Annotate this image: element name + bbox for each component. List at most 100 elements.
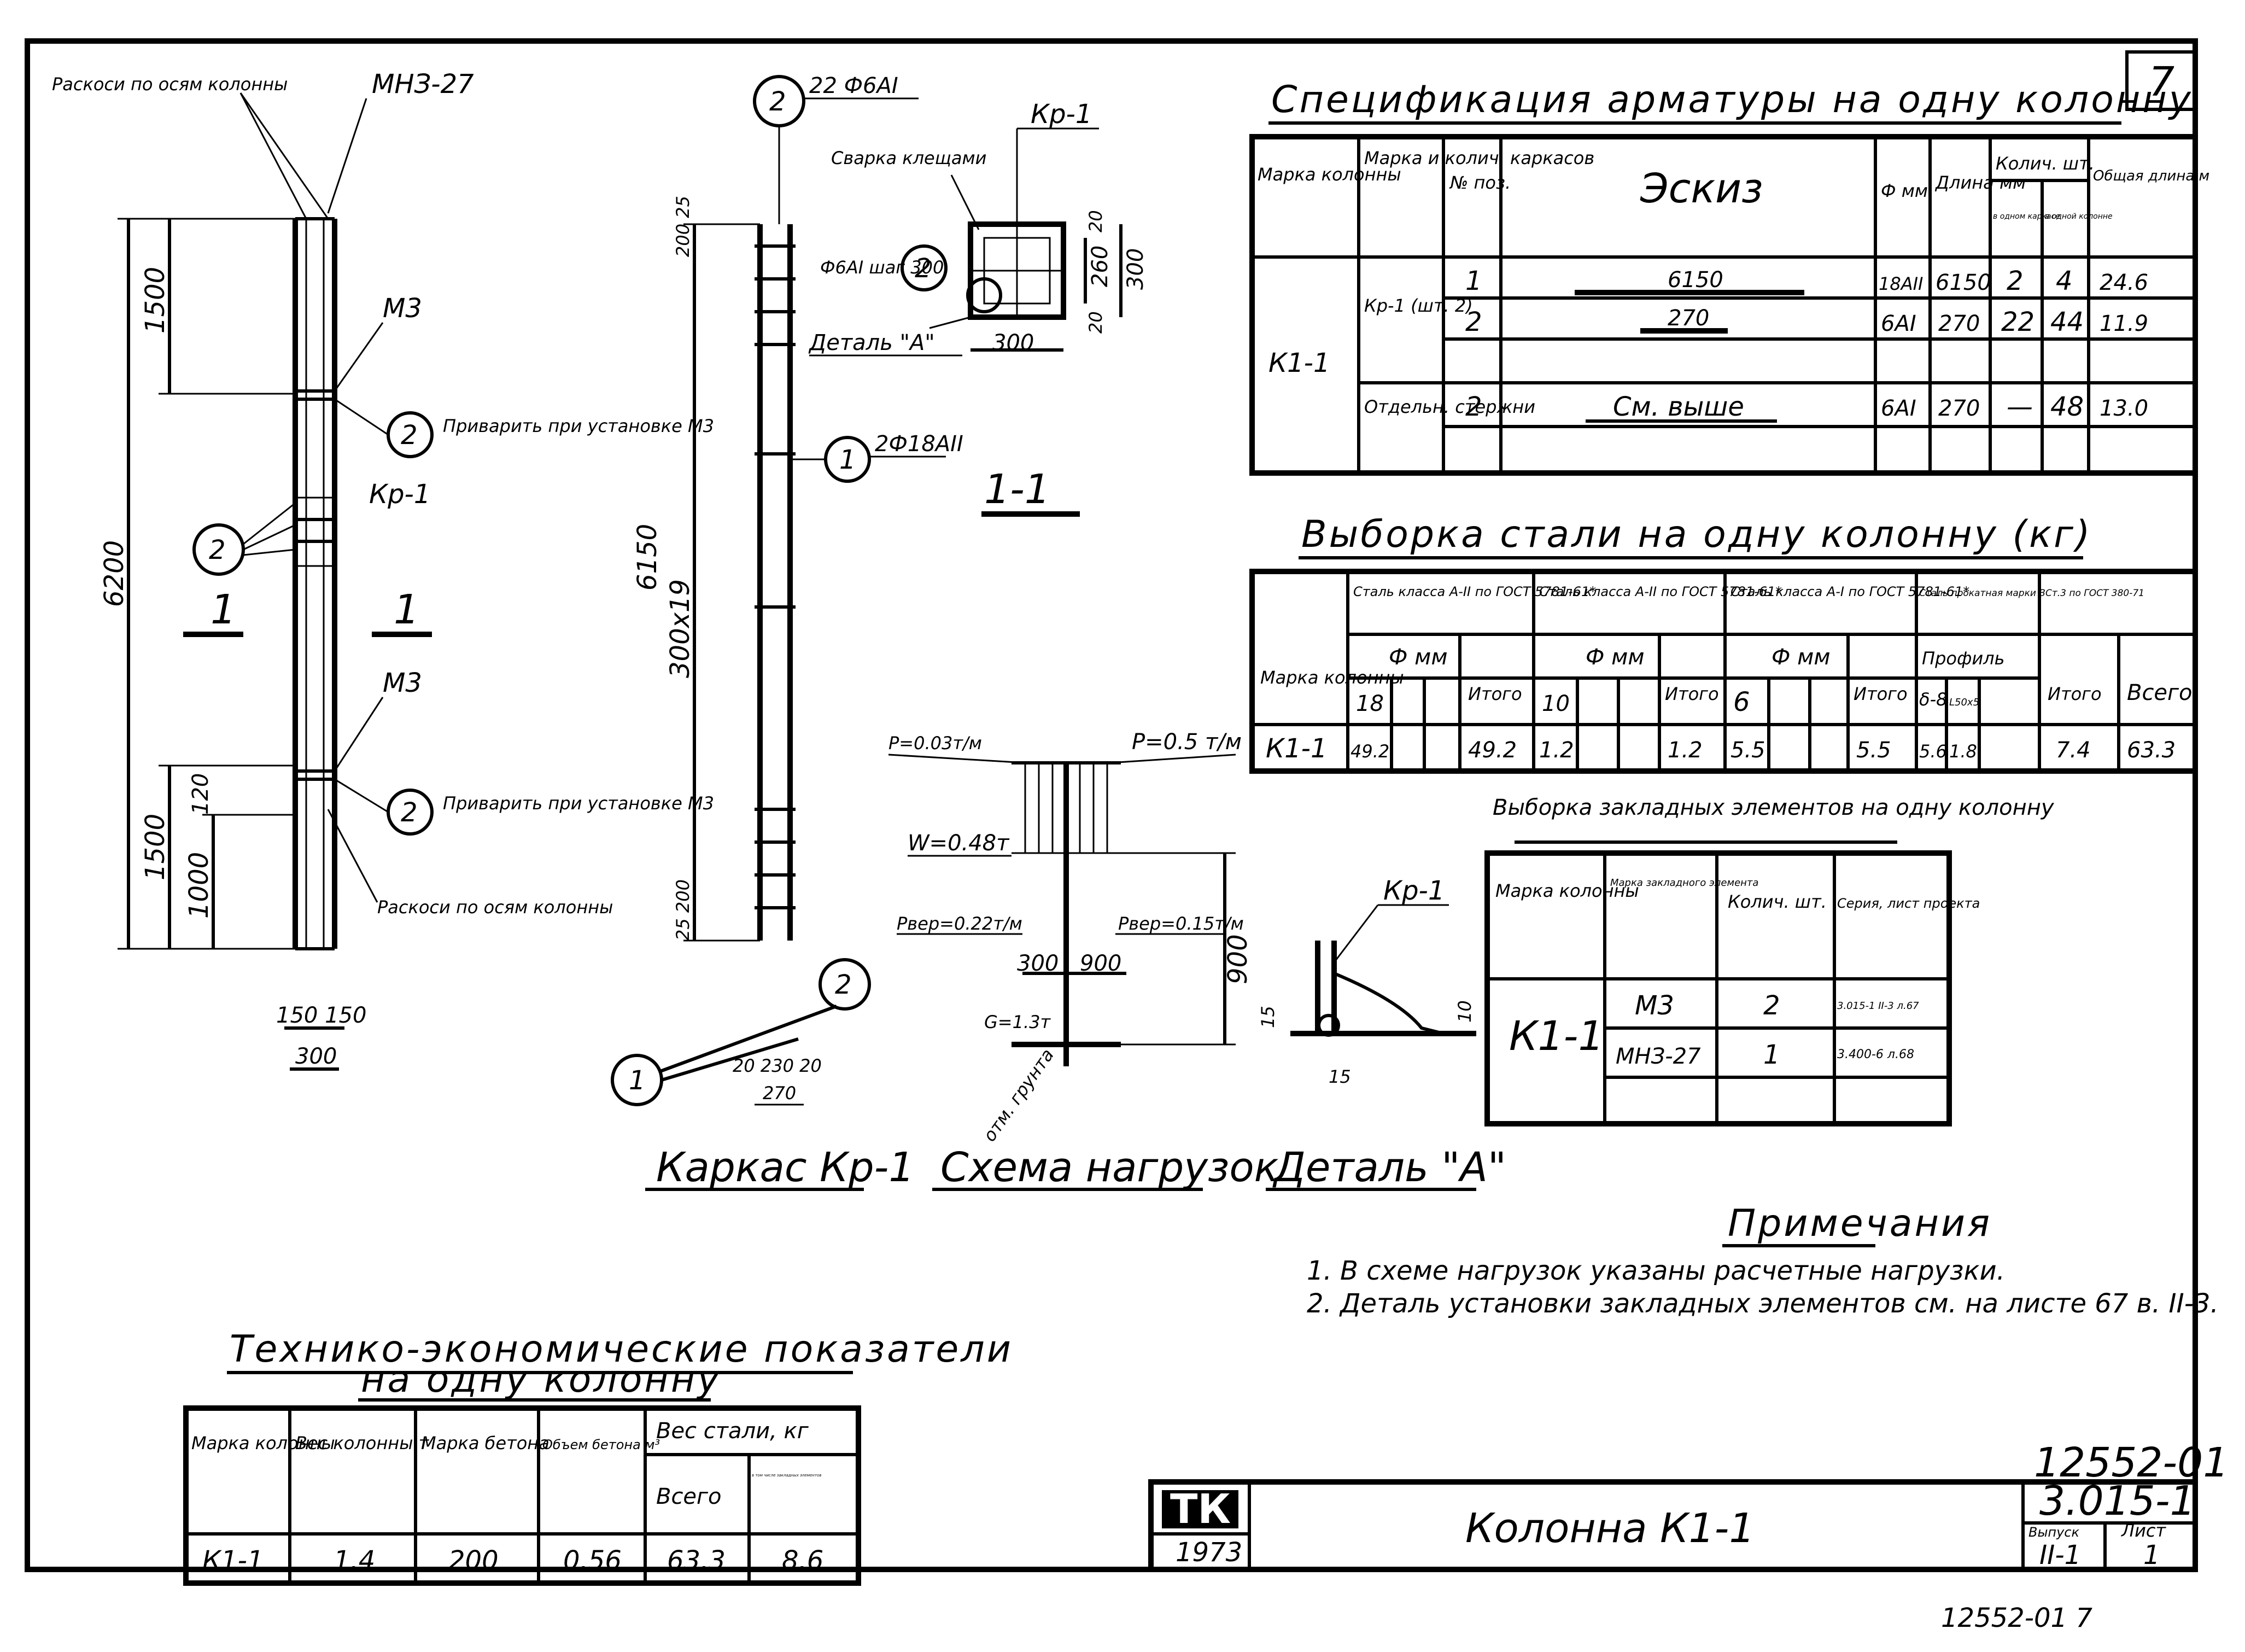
spec-table-title: Спецификация арматуры на одну колонну bbox=[1271, 78, 2193, 121]
spec-r2-qty-one: 22 bbox=[2001, 307, 2034, 337]
embed-h-qty: Колич. шт. bbox=[1728, 891, 1827, 912]
spec-r3-pos: 2 bbox=[1465, 392, 1482, 422]
spec-r1-len: 6150 bbox=[1936, 270, 1991, 295]
load-w: W=0.48т bbox=[908, 831, 1010, 856]
embed-r2-series: 3.400-6 л.68 bbox=[1837, 1048, 1914, 1061]
steel-row-itogo3: 5.5 bbox=[1856, 738, 1891, 763]
callout-mnz-27: МНЗ-27 bbox=[372, 69, 474, 100]
steel-h-itogo-1: Итого bbox=[1468, 684, 1522, 704]
load-p-right: Р=0.5 т/м bbox=[1132, 729, 1242, 755]
steel-row-itogo2: 1.2 bbox=[1668, 738, 1703, 763]
dim-1000: 1000 bbox=[184, 852, 214, 919]
sheet-number-box bbox=[2125, 50, 2197, 111]
detail-dim-20-230-20: 20 230 20 bbox=[733, 1055, 822, 1076]
marker-frame-2-label: 22 Ф6АI bbox=[809, 73, 898, 98]
embed-table-title: Выборка закладных элементов на одну коло… bbox=[1493, 795, 2055, 820]
steel-row-a18: 49.2 bbox=[1350, 741, 1389, 762]
caption-load-scheme: Схема нагрузок bbox=[940, 1144, 1279, 1191]
spec-column-mark: К1-1 bbox=[1268, 348, 1330, 378]
steel-row-total: 63.3 bbox=[2127, 738, 2176, 763]
spec-separate-label: Отдельн. стержни bbox=[1364, 396, 1535, 417]
tech-row-volume: 0.56 bbox=[563, 1545, 622, 1576]
steel-h-mark: Марка колонны bbox=[1260, 667, 1404, 688]
steel-h-itogo-2: Итого bbox=[1665, 684, 1719, 704]
steel-row-a6: 5.5 bbox=[1730, 738, 1765, 763]
detail-a-dim-15-left: 15 bbox=[1258, 1006, 1278, 1028]
steel-row-itogo1: 49.2 bbox=[1468, 738, 1517, 763]
dim-width-300: 300 bbox=[992, 330, 1034, 355]
steel-h-dia-3: Ф мм bbox=[1772, 645, 1831, 670]
spec-h-sketch: Эскиз bbox=[1640, 165, 1763, 212]
steel-row-a10: 1.2 bbox=[1539, 738, 1574, 763]
load-dim-900: 900 bbox=[1080, 951, 1121, 976]
callout-section-kr1: Кр-1 bbox=[1031, 99, 1092, 130]
embed-h-emark: Марка закладного элемента bbox=[1610, 877, 1758, 889]
load-p-left: Р=0.03т/м bbox=[888, 733, 982, 754]
spec-h-pos: № поз. bbox=[1449, 172, 1511, 193]
tech-h-weight: Вес колонны т bbox=[295, 1433, 430, 1453]
spec-r3-dia: 6АI bbox=[1881, 396, 1916, 421]
footer-code: 12552-01 7 bbox=[1941, 1603, 2092, 1633]
logo-tk: ТК bbox=[1170, 1486, 1231, 1533]
spec-r1-dia: 18АII bbox=[1879, 273, 1923, 294]
spec-table: Спецификация арматуры на одну колонну Ма… bbox=[1249, 78, 2209, 476]
callout-kr1: Кр-1 bbox=[369, 479, 430, 510]
dim-150-150: 150 150 bbox=[276, 1003, 366, 1028]
spec-r3-sketch: См. выше bbox=[1613, 392, 1744, 422]
steel-h-d18: 18 bbox=[1356, 691, 1384, 716]
load-scheme-view: Р=0.03т/м Р=0.5 т/м W=0.48т Рвер=0.22т/м… bbox=[888, 729, 1279, 1191]
steel-row-p2: 1.8 bbox=[1949, 741, 1977, 762]
embed-r2-qty: 1 bbox=[1763, 1040, 1780, 1070]
dim-6150: 6150 bbox=[632, 524, 663, 591]
callout-m3-bottom: М3 bbox=[383, 668, 422, 698]
callout-bar-step: Ф6АI шаг 300 bbox=[820, 257, 944, 278]
dim-120: 120 bbox=[188, 773, 213, 815]
frame-kr1-view: 6150 300х19 200 25 25 200 2 22 Ф6АI 1 2Ф… bbox=[611, 73, 963, 1191]
tech-table-title-2: на одну колонну bbox=[361, 1358, 722, 1401]
spec-h-qty: Колич. шт. bbox=[1996, 153, 2095, 174]
note-1: 1. В схеме нагрузок указаны расчетные на… bbox=[1307, 1256, 2005, 1286]
callout-braces-bottom: Раскоси по осям колонны bbox=[377, 897, 613, 918]
embed-column-mark: К1-1 bbox=[1509, 1013, 1604, 1060]
issue-value: II-1 bbox=[2039, 1540, 2081, 1571]
notes-title: Примечания bbox=[1728, 1202, 1992, 1245]
notes-block: Примечания 1. В схеме нагрузок указаны р… bbox=[1307, 1202, 2219, 1319]
spec-r2-dia: 6АI bbox=[1881, 311, 1916, 336]
dim-300x19: 300х19 bbox=[665, 579, 695, 678]
spec-r1-pos: 1 bbox=[1465, 266, 1482, 296]
tech-row-steel-embed: 8.6 bbox=[782, 1545, 823, 1576]
spec-r2-len: 270 bbox=[1938, 311, 1980, 336]
steel-h-g2: Сталь класса А-II по ГОСТ 5781-61* bbox=[1539, 584, 1782, 599]
drawing-name: Колонна К1-1 bbox=[1465, 1505, 1755, 1552]
spec-r2-total: 11.9 bbox=[2100, 311, 2148, 336]
detail-marker-1: 1 bbox=[629, 1065, 646, 1096]
spec-r3-len: 270 bbox=[1938, 396, 1980, 421]
callout-weld-bottom: Приварить при установке М3 bbox=[443, 793, 714, 814]
tech-row-weight: 1.4 bbox=[334, 1545, 375, 1576]
spec-r1-sketch: 6150 bbox=[1668, 267, 1723, 293]
issue-label: Выпуск bbox=[2028, 1525, 2080, 1540]
steel-h-total: Всего bbox=[2127, 680, 2193, 705]
note-2: 2. Деталь установки закладных элементов … bbox=[1307, 1288, 2219, 1319]
callout-detail-a: Деталь "А" bbox=[808, 330, 935, 355]
detail-a-callout-kr1: Кр-1 bbox=[1383, 875, 1445, 906]
spec-r2-pos: 2 bbox=[1465, 307, 1482, 337]
spec-h-qty-all: в одной колонне bbox=[2045, 212, 2113, 221]
section-1-1-view: 300 300 260 20 20 Кр-1 Сварка клещами Ф6… bbox=[808, 99, 1148, 517]
steel-h-dia-2: Ф мм bbox=[1586, 645, 1645, 670]
marker-frame-1-label: 2Ф18АII bbox=[875, 431, 963, 457]
spec-r3-qty-one: — bbox=[2007, 392, 2033, 422]
steel-h-d6: 6 bbox=[1733, 687, 1750, 717]
marker-section-2-circle bbox=[901, 244, 948, 291]
load-dim-300: 300 bbox=[1017, 951, 1059, 976]
marker-frame-2: 2 bbox=[769, 86, 786, 117]
embed-r1-emark: М3 bbox=[1635, 990, 1674, 1021]
dim-bottom-25-200: 25 200 bbox=[673, 879, 693, 941]
detail-marker-2-circle bbox=[819, 958, 871, 1011]
series-code: 3.015-1 bbox=[2039, 1478, 2196, 1525]
cut-label-left: 1 bbox=[211, 586, 236, 633]
year: 1973 bbox=[1176, 1537, 1242, 1568]
spec-h-total: Общая длина м bbox=[2093, 168, 2209, 184]
tech-h-volume: Объем бетона м³ bbox=[542, 1437, 660, 1452]
steel-h-itogo-4: Итого bbox=[2048, 684, 2102, 704]
